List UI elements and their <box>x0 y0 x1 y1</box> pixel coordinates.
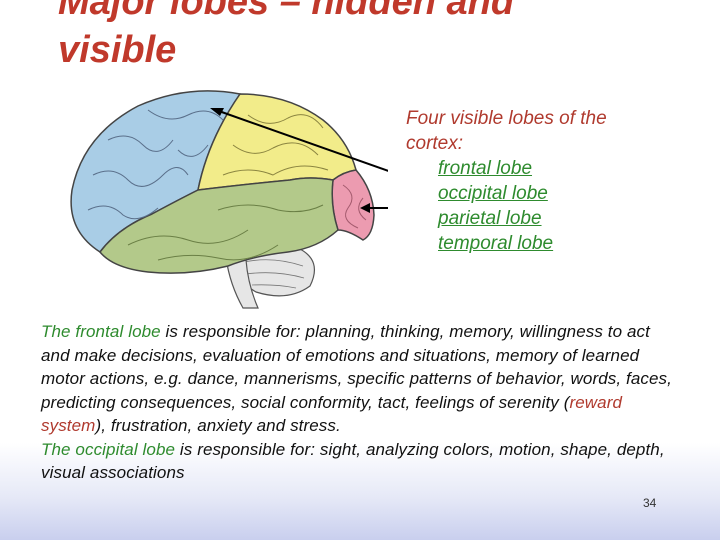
pointer-arrowhead-occipital <box>360 203 370 213</box>
parietal-gyri <box>222 114 329 176</box>
frontal-lobe-term: The frontal lobe <box>41 322 161 341</box>
brain-illustration <box>70 90 388 309</box>
lobe-link-frontal[interactable]: frontal lobe <box>438 158 533 179</box>
lobe-link-occipital[interactable]: occipital lobe <box>438 183 548 204</box>
lobe-link-temporal[interactable]: temporal lobe <box>438 233 554 254</box>
slide-number: 34 <box>643 496 657 510</box>
frontal-description: The frontal lobe is responsible for: pla… <box>41 320 681 438</box>
temporal-lobe <box>99 177 339 274</box>
lobe-caption: Four visible lobes of the cortex: fronta… <box>406 106 607 256</box>
occipital-description-text: is responsible for: sight, analyzing col… <box>41 439 665 483</box>
occipital-lobe-term: The occipital lobe <box>41 439 176 459</box>
occipital-gyri <box>342 184 367 229</box>
occipital-description: The occipital lobe is responsible for: s… <box>41 438 681 485</box>
pointer-arrowhead-frontal <box>210 108 224 116</box>
caption-heading-line-2: cortex: <box>406 133 464 154</box>
frontal-description-b: ), frustration, anxiety and stress. <box>95 416 341 435</box>
slide-title: Major lobes – hidden and visible <box>58 0 514 74</box>
temporal-gyri <box>127 204 324 261</box>
title-line-1: Major lobes – hidden and <box>58 0 515 23</box>
body-text: The frontal lobe is responsible for: pla… <box>41 320 681 485</box>
lobe-link-parietal[interactable]: parietal lobe <box>438 208 542 229</box>
caption-heading-line-1: Four visible lobes of the <box>406 108 607 129</box>
title-line-2: visible <box>58 29 177 71</box>
pointer-line-frontal <box>215 109 388 172</box>
lobe-list: frontal lobe occipital lobe parietal lob… <box>406 156 607 256</box>
reward-system-term: reward system <box>41 392 623 436</box>
frontal-gyri <box>87 109 224 220</box>
frontal-description-a: is responsible for: planning, thinking, … <box>41 322 672 412</box>
